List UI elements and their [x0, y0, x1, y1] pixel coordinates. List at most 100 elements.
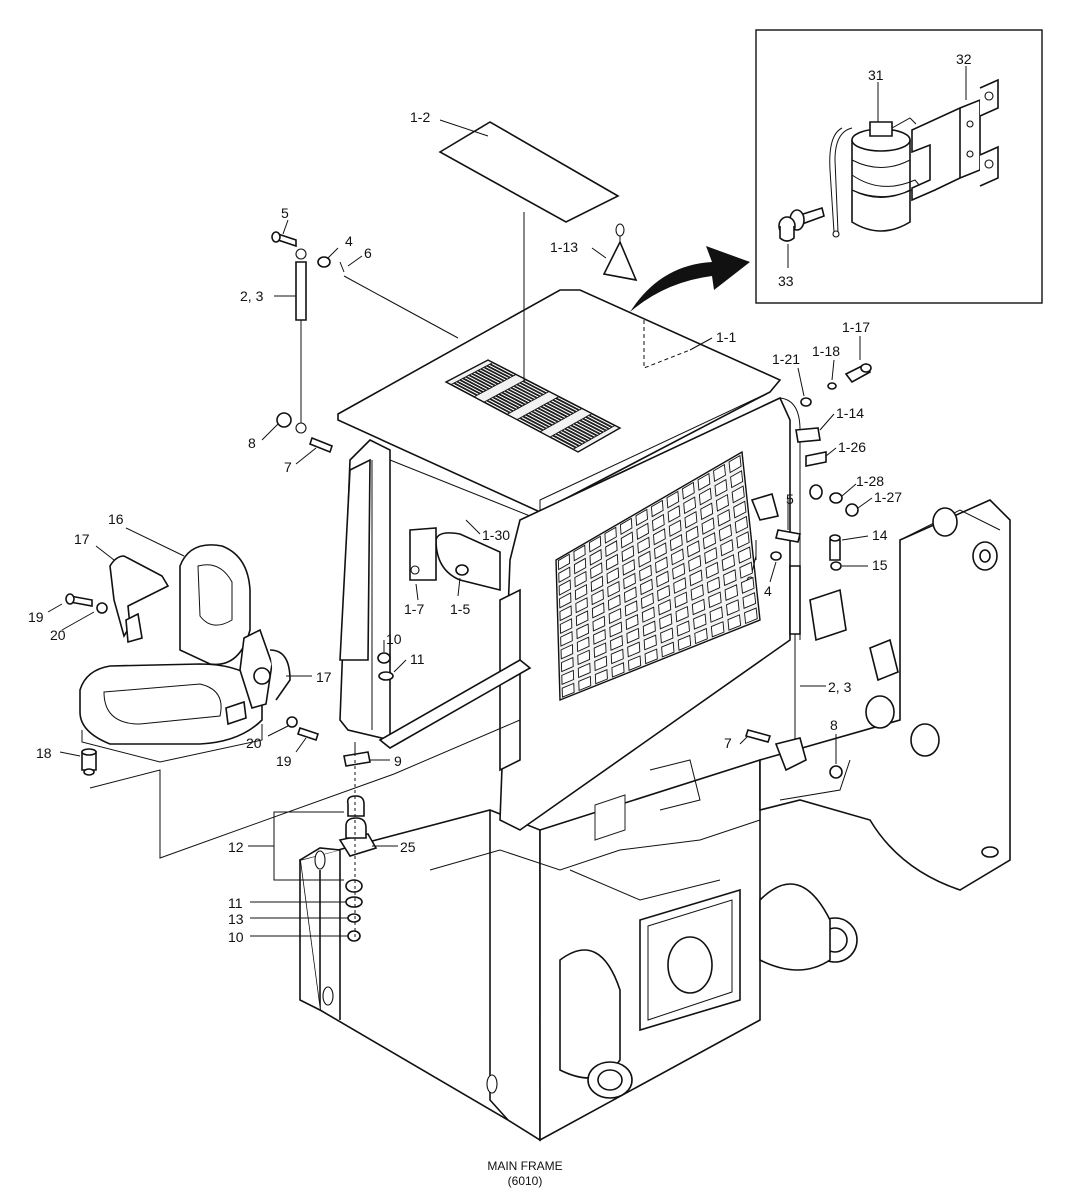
label-1-14: 1-14 — [836, 405, 864, 421]
mesh-cell — [546, 401, 574, 416]
mesh-cell — [622, 558, 636, 576]
mesh-cell — [510, 385, 538, 400]
label-1-26: 1-26 — [838, 439, 866, 455]
caption-part-number: (6010) — [508, 1174, 543, 1188]
mesh-cell — [552, 433, 580, 448]
mesh-cell — [654, 542, 667, 560]
mesh-cell — [744, 607, 758, 625]
bolt-part-7-left — [309, 436, 333, 454]
label-7-left: 7 — [284, 459, 292, 475]
mesh-cell — [578, 675, 592, 692]
mesh-cell — [559, 605, 572, 622]
mesh-cell — [573, 557, 587, 575]
mesh-cell — [576, 420, 604, 435]
mesh-cell — [690, 584, 704, 601]
mesh-cell — [486, 398, 514, 414]
label-17-left: 17 — [74, 531, 90, 547]
mesh-cell — [671, 548, 684, 566]
label-19-right: 19 — [276, 753, 292, 769]
mesh-cell — [579, 418, 607, 433]
gas-spring-left-part-2-3 — [295, 248, 307, 434]
label-20-left: 20 — [50, 627, 66, 643]
mesh-cell — [561, 428, 589, 443]
mesh-cell — [559, 592, 572, 609]
label-2-3-right: 2, 3 — [828, 679, 852, 695]
mesh-cell — [660, 627, 674, 644]
mesh-cell — [651, 499, 664, 518]
mesh-cell — [689, 569, 703, 587]
mesh-cell — [558, 430, 586, 445]
mesh-cell — [555, 396, 583, 411]
label-7-right: 7 — [724, 735, 732, 751]
mesh-cell — [462, 376, 490, 391]
mesh-cell — [588, 535, 602, 553]
mesh-cell — [619, 517, 633, 535]
mesh-cell — [685, 525, 699, 544]
mesh-cell — [489, 362, 517, 377]
mesh-cell — [726, 599, 740, 616]
mesh-cell — [591, 602, 605, 619]
mesh-cell — [674, 591, 688, 609]
nut-part-8-left — [276, 412, 292, 428]
mesh-cell — [559, 618, 573, 634]
mesh-cell — [739, 561, 753, 579]
label-17-right: 17 — [316, 669, 332, 685]
mesh-cell — [640, 592, 654, 610]
mesh-cell — [742, 592, 757, 609]
callout-labels: 1-2 5 4 6 2, 3 8 7 1-13 1-1 1-17 1-18 1-… — [28, 51, 972, 945]
mesh-cell — [628, 655, 642, 671]
mesh-cell — [525, 412, 553, 428]
mesh-cell — [658, 599, 672, 616]
mesh-cell — [659, 613, 673, 630]
label-14: 14 — [872, 527, 888, 543]
mesh-cell — [486, 363, 514, 378]
mesh-cell — [561, 669, 575, 685]
mesh-cell — [642, 620, 656, 637]
label-1-13: 1-13 — [550, 239, 578, 255]
mesh-cell — [537, 406, 565, 421]
mesh-cell — [607, 580, 620, 598]
right-hardware — [744, 362, 872, 779]
mesh-cell — [606, 567, 620, 584]
mesh-cell — [501, 390, 529, 405]
mesh-cell — [713, 463, 726, 483]
mesh-cell — [683, 496, 697, 515]
label-1-28: 1-28 — [856, 473, 884, 489]
mesh-cell — [576, 623, 589, 640]
mesh-cell — [625, 614, 639, 631]
mesh-cell — [540, 404, 568, 419]
mesh-cell — [736, 531, 750, 549]
mesh-cell — [593, 628, 606, 645]
mesh-cell — [543, 402, 571, 418]
label-33: 33 — [778, 273, 794, 289]
mesh-cell — [576, 636, 590, 653]
label-16: 16 — [108, 511, 124, 527]
label-8-right: 8 — [830, 717, 838, 733]
mesh-cell — [582, 416, 610, 431]
mesh-cell — [691, 598, 706, 616]
label-8-left: 8 — [248, 435, 256, 451]
label-11-upper: 11 — [410, 651, 425, 667]
mesh-cell — [471, 371, 499, 386]
mesh-cell — [558, 566, 571, 584]
label-1-2: 1-2 — [410, 109, 430, 125]
mesh-cell — [519, 416, 547, 431]
bracket-part-32 — [911, 78, 999, 202]
mesh-cell — [661, 641, 675, 658]
mesh-cell — [728, 454, 742, 474]
mesh-cell — [474, 370, 502, 385]
label-1-30: 1-30 — [482, 527, 510, 543]
mesh-cell — [549, 435, 577, 450]
mesh-cell — [666, 490, 680, 509]
mesh-cell — [710, 621, 725, 638]
label-19-left: 19 — [28, 609, 44, 625]
mesh-cell — [575, 597, 588, 614]
mesh-cell — [635, 508, 648, 527]
mesh-cell — [733, 500, 747, 519]
mesh-cell — [700, 502, 714, 521]
mesh-cell — [605, 540, 618, 558]
mesh-cell — [574, 570, 587, 588]
mesh-cell — [621, 545, 635, 563]
mesh-cell — [639, 564, 652, 582]
mesh-cell — [694, 627, 708, 645]
